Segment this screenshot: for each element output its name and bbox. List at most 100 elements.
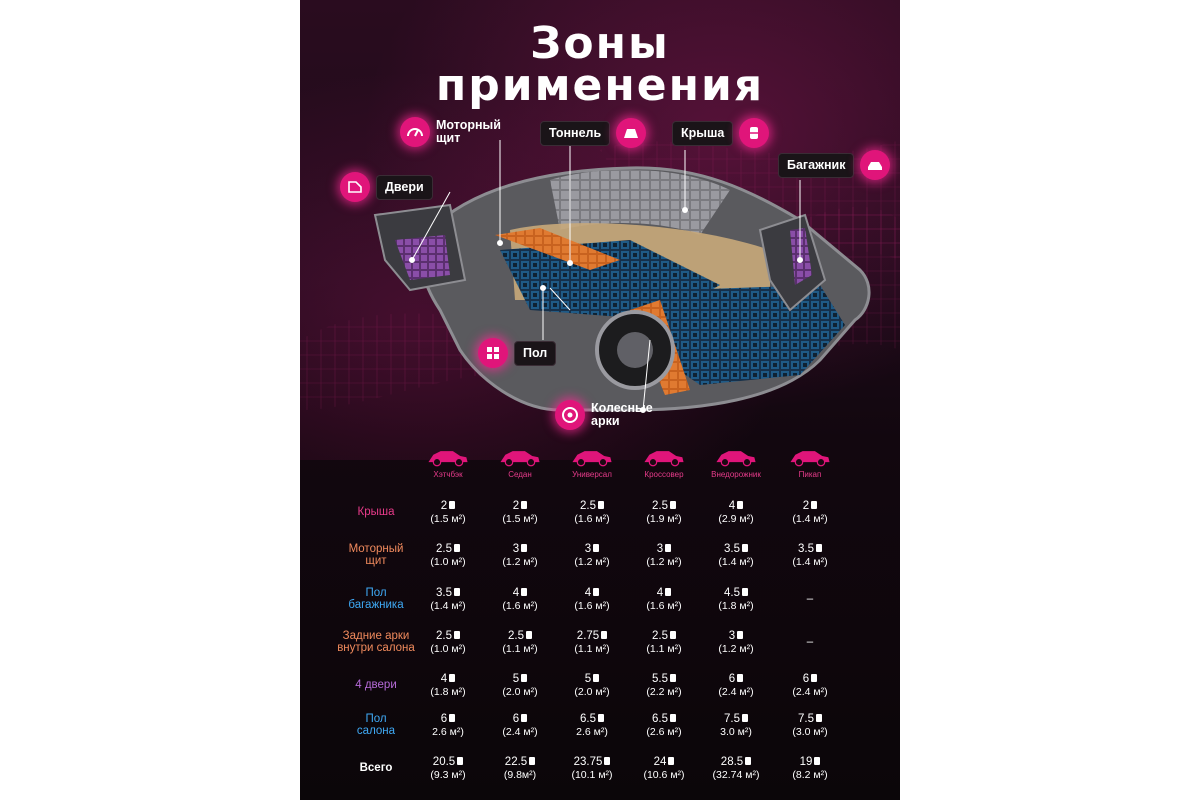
sheet-icon — [521, 501, 528, 509]
sheet-icon — [593, 674, 600, 682]
sheet-icon — [457, 757, 464, 765]
sheet-icon — [742, 714, 748, 722]
sheet-icon — [737, 631, 744, 639]
table-cell: 24(10.6 м²) — [643, 756, 685, 781]
table-cell: 6(2.4 м²) — [792, 673, 828, 698]
table-cell: 5.5(2.2 м²) — [646, 673, 682, 698]
table-cell: 3(1.2 м²) — [502, 543, 538, 568]
car-silhouette-icon — [428, 451, 468, 467]
title-line-2: применения — [435, 60, 765, 111]
vehicle-type-label: Внедорожник — [711, 470, 761, 479]
roof-icon — [739, 118, 770, 148]
table-cell: 4(1.6 м²) — [502, 587, 538, 612]
sheet-icon — [745, 757, 752, 765]
sheet-icon — [449, 714, 456, 722]
sheet-icon — [670, 501, 676, 509]
callout-doors: Двери — [340, 172, 433, 202]
sheet-icon — [593, 588, 600, 596]
table-cell: 19(8.2 м²) — [792, 756, 828, 781]
sheet-icon — [454, 588, 460, 596]
car-silhouette-icon — [572, 451, 612, 467]
sheet-icon — [598, 501, 604, 509]
sheet-icon — [816, 544, 822, 552]
vehicle-type-label: Седан — [508, 470, 532, 479]
sheet-icon — [601, 631, 608, 639]
sheet-icon — [593, 544, 600, 552]
table-cell: 5(2.0 м²) — [502, 673, 538, 698]
table-cell: 2.5(1.1 м²) — [502, 630, 538, 655]
table-cell: 3(1.2 м²) — [646, 543, 682, 568]
table-cell: 2.5(1.9 м²) — [646, 500, 682, 525]
sheet-icon — [670, 714, 676, 722]
vehicle-type-2: Универсал — [554, 445, 630, 479]
door-icon — [340, 172, 370, 202]
table-cell: 2(1.5 м²) — [502, 500, 538, 525]
callout-label: Тоннель — [540, 120, 611, 146]
sheet-icon — [814, 757, 821, 765]
vehicle-type-3: Кроссовер — [626, 445, 702, 479]
table-cell: 2.5(1.6 м²) — [574, 500, 610, 525]
sheet-icon — [454, 631, 460, 639]
vehicle-type-5: Пикап — [772, 445, 848, 479]
callout-label: Багажник — [778, 152, 855, 178]
callout-tunnel: Тоннель — [540, 118, 647, 148]
vehicle-type-0: Хэтчбэк — [410, 445, 486, 479]
table-cell: 2.5(1.0 м²) — [430, 543, 466, 568]
sheet-icon — [521, 674, 528, 682]
callout-label: Двери — [376, 174, 433, 200]
table-cell: 3(1.2 м²) — [574, 543, 610, 568]
vehicle-type-1: Седан — [482, 445, 558, 479]
sheet-icon — [737, 674, 744, 682]
table-cell: 2.5(1.0 м²) — [430, 630, 466, 655]
table-cell: – — [806, 636, 814, 648]
table-cell: 3.5(1.4 м²) — [430, 587, 466, 612]
sheet-icon — [521, 588, 528, 596]
sheet-icon — [670, 631, 676, 639]
table-cell: 7.5(3.0 м²) — [792, 713, 828, 738]
sheet-icon — [449, 674, 456, 682]
table-cell: 2(1.4 м²) — [792, 500, 828, 525]
vehicle-type-label: Хэтчбэк — [433, 470, 463, 479]
car-silhouette-icon — [644, 451, 684, 467]
table-cell: 23.75(10.1 м²) — [571, 756, 613, 781]
table-cell: 28.5(32.74 м²) — [712, 756, 760, 781]
sheet-icon — [670, 674, 676, 682]
car-silhouette-icon — [790, 451, 830, 467]
sheet-icon — [449, 501, 456, 509]
table-cell: 3.5(1.4 м²) — [718, 543, 754, 568]
vehicle-type-label: Пикап — [798, 470, 822, 479]
sheet-icon — [816, 714, 822, 722]
table-cell: 4.5(1.8 м²) — [718, 587, 754, 612]
table-cell: 20.5(9.3 м²) — [430, 756, 466, 781]
table-cell: 2.75(1.1 м²) — [574, 630, 610, 655]
sheet-icon — [811, 674, 818, 682]
table-cell: 3.5(1.4 м²) — [792, 543, 828, 568]
row-label: Всего — [359, 762, 393, 774]
callout-label: Крыша — [672, 120, 734, 146]
table-cell: 6(2.4 м²) — [502, 713, 538, 738]
car-silhouette-icon — [716, 451, 756, 467]
table-cell: 2.5(1.1 м²) — [646, 630, 682, 655]
callout-roof: Крыша — [672, 118, 770, 148]
sheet-icon — [742, 588, 748, 596]
sheet-icon — [665, 544, 672, 552]
table-cell: – — [806, 593, 814, 605]
sheet-icon — [521, 544, 528, 552]
sheet-icon — [521, 714, 528, 722]
trunk-icon — [860, 150, 891, 180]
table-cell: 4(1.6 м²) — [646, 587, 682, 612]
tunnel-icon — [616, 118, 647, 148]
table-cell: 22.5(9.8м²) — [503, 756, 537, 781]
sheet-icon — [454, 544, 460, 552]
table-cell: 4(1.6 м²) — [574, 587, 610, 612]
table-cell: 4(2.9 м²) — [718, 500, 754, 525]
